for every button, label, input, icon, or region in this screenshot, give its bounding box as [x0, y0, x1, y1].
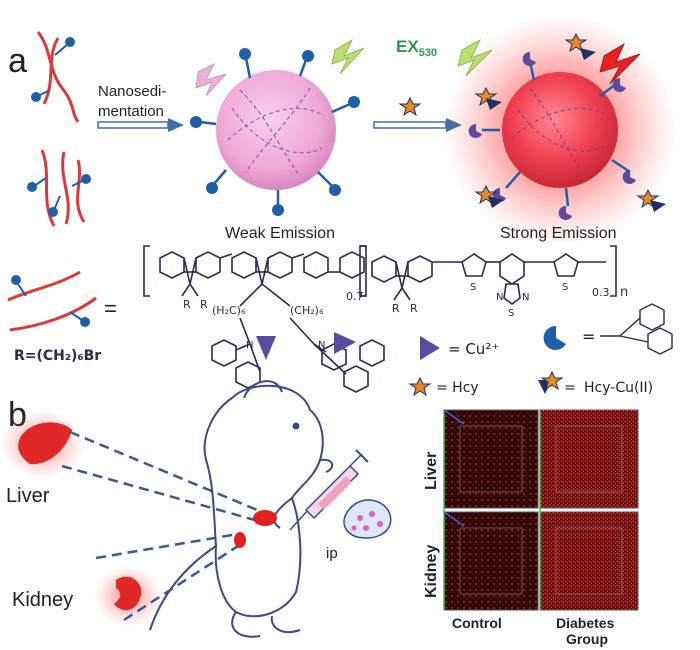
receptor-icon [48, 207, 58, 217]
receptor-icon [329, 184, 341, 196]
legend-hcycu-eq: = [564, 380, 576, 396]
step-label-line2: mentation [98, 103, 164, 120]
lightning-icon [599, 43, 641, 85]
polymer-equals: = [104, 296, 117, 321]
free-polymer-cluster [27, 149, 91, 227]
strong-emission-label: Strong Emission [500, 225, 617, 242]
liver-label: Liver [6, 485, 50, 507]
kidney-icon [114, 576, 142, 611]
legend-ligand-eq: = [582, 327, 595, 346]
r-group-label: R [392, 302, 400, 315]
receptor-icon [348, 96, 360, 108]
polymer-symbol [7, 270, 97, 332]
arrow-nanosedimentation [97, 118, 184, 132]
ligand-structure [600, 303, 673, 355]
triangle-icon [334, 332, 356, 354]
r-group-label: R [200, 298, 208, 311]
triangle-icon [420, 336, 440, 360]
kidney-label: Kidney [12, 589, 73, 611]
legend-hcy: = Hcy [436, 380, 479, 396]
receptor-icon [31, 92, 41, 102]
hcy-cu-legend-icon [538, 370, 564, 394]
row-label-liver: Liver [423, 452, 440, 490]
mouse-icon [149, 380, 334, 638]
nitrogen-label: N [522, 292, 529, 303]
hcy-cu-complex [474, 184, 504, 208]
sulfur-label: S [508, 308, 514, 319]
microscopy-grid [443, 409, 639, 611]
mouse-liver-mark [253, 510, 277, 526]
syringe-icon [289, 449, 369, 531]
row-label-kidney: Kidney [423, 545, 440, 598]
hcy-cu-complex [474, 86, 502, 110]
receptor-icon [272, 204, 284, 216]
nitrogen-label: N [496, 292, 503, 303]
legend-cu: = Cu²⁺ [448, 340, 499, 358]
r-definition: R=(CH₂)₆Br [14, 348, 101, 364]
nitrogen-label: N [318, 340, 325, 351]
side-chain-left: (H₂C)₆ [212, 304, 246, 317]
r-group-label: R [183, 298, 191, 311]
copolymer-structure [143, 245, 617, 393]
pacman-ligand-icon [543, 325, 566, 350]
free-polymer-single [31, 31, 80, 123]
hcy-cu-complex [564, 32, 596, 60]
organ-connector [61, 430, 263, 622]
receptor-icon [206, 182, 218, 194]
receptor-icon [302, 50, 314, 62]
legend-hcycu: Hcy-Cu(II) [584, 380, 653, 396]
liver-icon [18, 422, 72, 465]
r-group-label: R [410, 302, 418, 315]
ratio-2-label: 0.3 [592, 286, 610, 299]
star-icon [408, 376, 432, 397]
lightning-icon [195, 63, 228, 97]
receptor-icon [65, 37, 75, 47]
col-label-group: Group [566, 631, 608, 647]
receptor-icon [81, 174, 91, 184]
star-icon [398, 96, 422, 117]
step-label-line1: Nanosedi- [98, 83, 166, 100]
panel-a-letter: a [8, 42, 27, 80]
nanoparticle-strong [468, 51, 636, 220]
nitrogen-label: N [246, 340, 253, 351]
weak-emission-label: Weak Emission [225, 225, 335, 242]
ratio-1-label: 0.7 [346, 290, 364, 303]
receptor-icon [27, 182, 37, 192]
sulfur-label: S [470, 282, 476, 293]
ip-label: ip [326, 545, 338, 562]
mouse-kidney-mark [234, 532, 246, 548]
sulfur-label: S [562, 282, 568, 293]
col-label-control: Control [452, 615, 502, 631]
hcy-cu-complex [636, 188, 666, 212]
nanoparticle-weak [190, 48, 360, 216]
lightning-icon [331, 38, 365, 75]
excitation-label: EX530 [396, 37, 437, 59]
receptor-icon [190, 116, 202, 128]
col-label-diabetes: Diabetes [556, 615, 615, 631]
receptor-icon [239, 48, 251, 60]
droplet-icon [343, 499, 392, 539]
repeat-n-label: n [620, 285, 628, 300]
triangle-icon [256, 336, 276, 360]
side-chain-right: (CH₂)₆ [290, 304, 324, 317]
